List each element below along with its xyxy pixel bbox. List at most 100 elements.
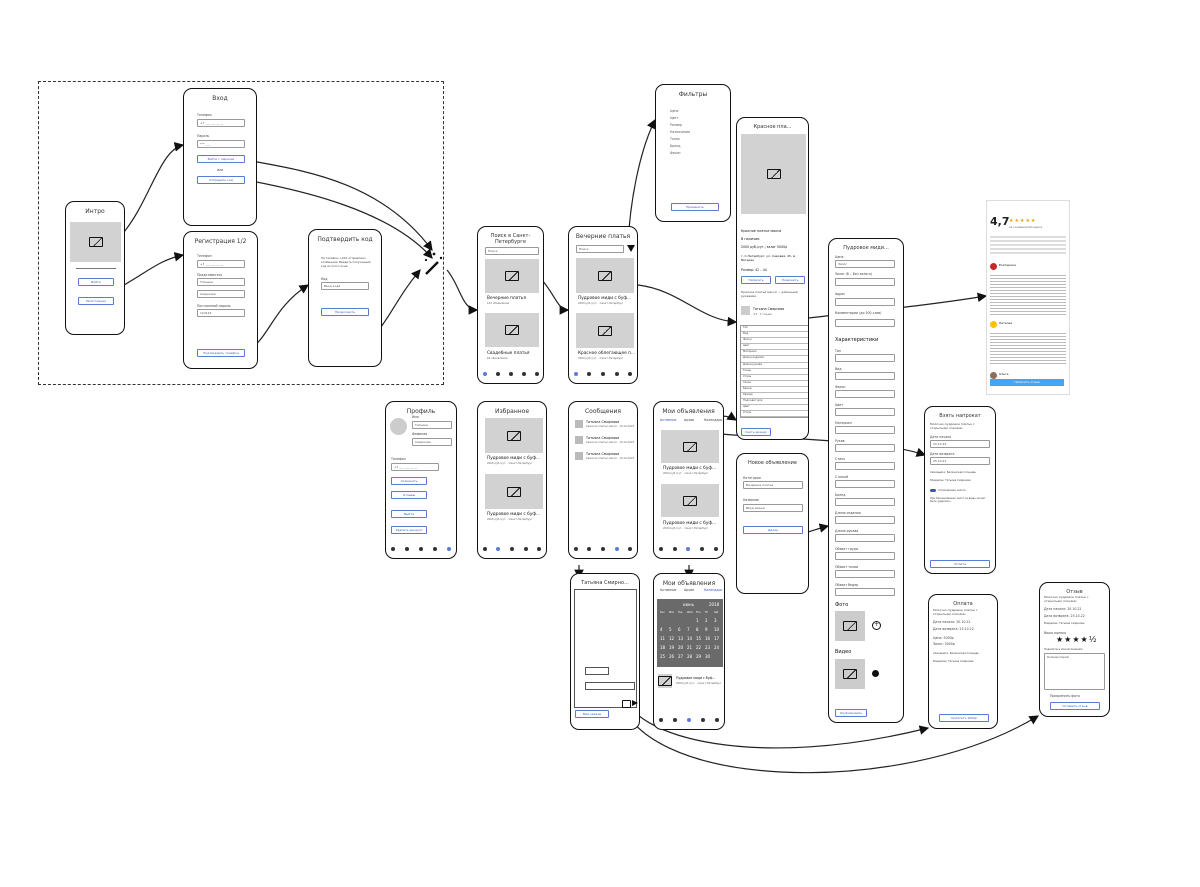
calendar-day[interactable]: 14 — [687, 636, 693, 641]
calendar-day[interactable]: 6 — [678, 627, 681, 632]
calendar-day[interactable]: 17 — [714, 636, 720, 641]
login-button[interactable]: Войти — [78, 278, 114, 286]
product-title[interactable]: Пудровое миди с буф... — [487, 512, 541, 517]
add-photo-icon[interactable]: + — [872, 621, 881, 630]
deposit-field[interactable] — [835, 278, 895, 286]
characteristic-select[interactable] — [835, 462, 895, 470]
calendar-day[interactable]: 23 — [705, 645, 711, 650]
comment-field[interactable] — [835, 319, 895, 327]
avatar-icon[interactable] — [390, 418, 407, 435]
chat-avatar[interactable] — [575, 436, 583, 444]
photo-upload[interactable] — [835, 611, 865, 641]
date-from-field[interactable]: 20.10.22 — [930, 440, 990, 448]
product-image[interactable] — [576, 258, 634, 293]
filter-item[interactable]: Бренд — [670, 144, 681, 148]
name-field[interactable]: Ввод имени — [743, 504, 803, 512]
category-image[interactable] — [485, 313, 539, 347]
chat-avatar[interactable] — [575, 452, 583, 460]
phone-field[interactable]: +7 ___ ___ __ __ — [197, 260, 245, 268]
filter-item[interactable]: Цена — [670, 109, 679, 113]
next-button[interactable]: Далее — [743, 526, 803, 534]
calendar-day[interactable]: 10 — [714, 627, 720, 632]
characteristic-select[interactable] — [835, 390, 895, 398]
address-field[interactable] — [835, 298, 895, 306]
tab-calendar[interactable]: Календарь — [704, 418, 723, 422]
phone-field[interactable]: +7 ___ ___ __ __ — [391, 463, 439, 471]
bottom-nav[interactable] — [386, 544, 456, 554]
characteristic-select[interactable] — [835, 588, 895, 596]
name-field[interactable]: Татьяна — [197, 278, 245, 286]
video-upload[interactable] — [835, 659, 865, 689]
pay-button[interactable]: Оплатить 1000р — [939, 714, 989, 722]
calendar-day[interactable]: 20 — [678, 645, 684, 650]
password-field[interactable]: 123123 — [197, 309, 245, 317]
product-title[interactable]: Пудровое миди с буф... — [578, 296, 632, 301]
comment-field[interactable]: Комментарий — [1044, 653, 1105, 690]
product-title[interactable]: Красное облегающее п... — [578, 351, 636, 356]
product-title[interactable]: Пудровое миди с буф... — [676, 676, 716, 680]
calendar-day[interactable]: 3 — [714, 618, 717, 623]
calendar-day[interactable]: 21 — [687, 645, 693, 650]
my-orders-button[interactable]: Мои заказы — [575, 710, 609, 718]
product-title[interactable]: Пудровое миди с буф... — [487, 456, 541, 461]
calendar-day[interactable]: 15 — [696, 636, 702, 641]
category-select[interactable]: Вечерние платья — [743, 481, 803, 489]
chat-name[interactable]: Татьяна Смирнова — [586, 452, 620, 456]
name-field[interactable]: Татьяна — [412, 421, 452, 429]
price-field[interactable]: Залог — [835, 260, 895, 268]
seller-avatar[interactable] — [741, 306, 750, 315]
phone-field[interactable]: +7 ___ ___ __ __ — [197, 119, 245, 127]
register-button[interactable]: Регистрация — [78, 297, 114, 305]
product-image[interactable] — [576, 313, 634, 348]
chat-avatar[interactable] — [575, 420, 583, 428]
calendar-day[interactable]: 27 — [678, 654, 684, 659]
product-title[interactable]: Пудровое миди с буф... — [663, 521, 717, 526]
calendar-day[interactable]: 24 — [714, 645, 720, 650]
calendar-day[interactable]: 11 — [660, 636, 666, 641]
calendar-day[interactable]: 4 — [660, 627, 663, 632]
product-image[interactable] — [485, 474, 543, 509]
chat-name[interactable]: Татьяна Смирнова — [586, 436, 620, 440]
characteristic-select[interactable] — [835, 516, 895, 524]
bottom-nav[interactable] — [478, 544, 546, 554]
calendar-day[interactable]: 18 — [660, 645, 666, 650]
characteristic-select[interactable] — [835, 552, 895, 560]
product-thumbnail[interactable] — [658, 674, 672, 688]
characteristic-select[interactable] — [835, 570, 895, 578]
filter-item[interactable]: Назначение — [670, 130, 691, 134]
chat-name[interactable]: Татьяна Смирнова — [586, 420, 620, 424]
send-icon[interactable] — [632, 700, 638, 706]
calendar-day[interactable]: 1 — [696, 618, 699, 623]
bottom-nav[interactable] — [569, 544, 637, 554]
calendar-day[interactable]: 26 — [669, 654, 675, 659]
filter-item[interactable]: Фасон — [670, 151, 681, 155]
category-title[interactable]: Свадебные платья — [487, 351, 530, 356]
product-image[interactable] — [661, 430, 719, 463]
bottom-nav[interactable] — [569, 369, 637, 379]
tab-calendar[interactable]: Календарь — [704, 588, 723, 592]
category-title[interactable]: Вечерние платья — [487, 296, 526, 301]
product-image[interactable] — [485, 418, 543, 453]
tab-archive[interactable]: Архив — [684, 588, 695, 592]
characteristic-select[interactable] — [835, 534, 895, 542]
calendar-day[interactable]: 19 — [669, 645, 675, 650]
calendar-day[interactable]: 16 — [705, 636, 711, 641]
date-to-field[interactable]: 25.10.22 — [930, 457, 990, 465]
rent-button[interactable]: Снять аренду — [741, 428, 771, 436]
calendar-day[interactable]: 29 — [696, 654, 702, 659]
pay-button[interactable]: Оплата — [930, 560, 990, 568]
characteristic-select[interactable] — [835, 498, 895, 506]
camera-icon[interactable] — [622, 700, 631, 708]
calendar-day[interactable]: 12 — [669, 636, 675, 641]
characteristic-select[interactable] — [835, 354, 895, 362]
calendar-day[interactable]: 2 — [705, 618, 708, 623]
search-input[interactable]: Поиск — [576, 245, 624, 253]
calendar-day[interactable]: 30 — [705, 654, 711, 659]
surname-field[interactable]: Смирнова — [412, 438, 452, 446]
continue-button[interactable]: Продолжить — [321, 308, 369, 316]
seller-name[interactable]: Татьяна Смирнова — [753, 307, 785, 311]
characteristic-select[interactable] — [835, 444, 895, 452]
product-title[interactable]: Пудровое миди с буф... — [663, 466, 717, 471]
login-password-button[interactable]: Войти с паролем — [197, 155, 245, 163]
